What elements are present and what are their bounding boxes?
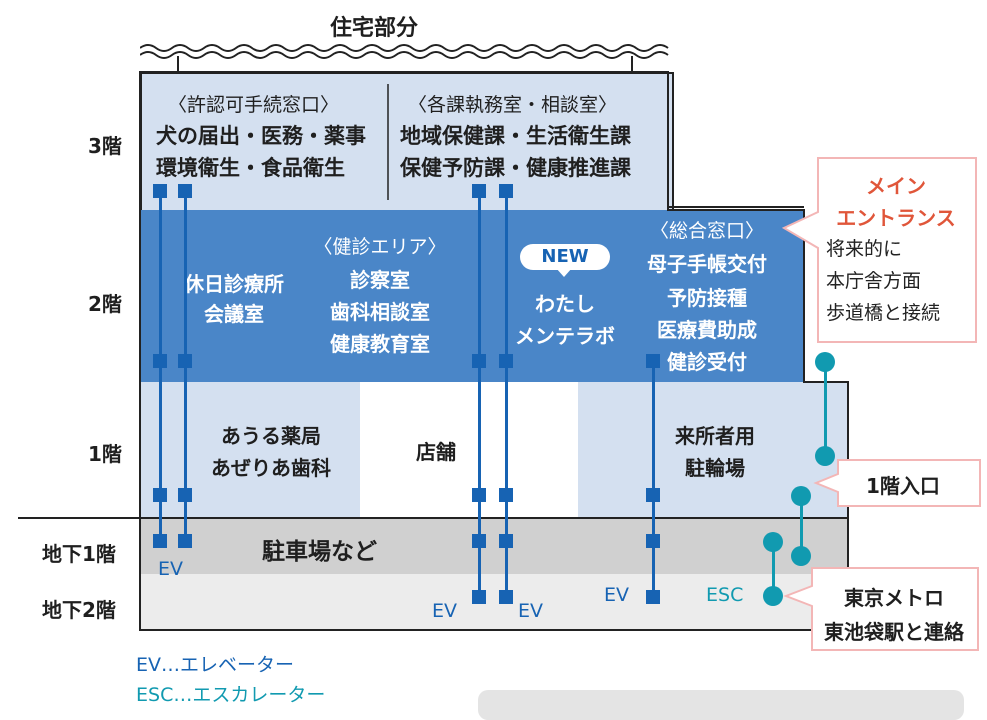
floor2-right-notch [668,206,804,214]
basement2-zone [140,574,848,630]
legend-ev: EV…エレベーター [136,654,295,676]
pharmacy-line2: あぜりあ歯科 [211,456,331,480]
floor-label-3: 3階 [88,134,122,158]
bottom-panel [478,690,964,720]
escalator-line-lower [772,540,775,596]
escalator-stop [791,486,811,506]
bicycle-line2: 駐輪場 [685,456,745,480]
metro-label-1: 東京メトロ [844,586,944,610]
ev-stop [153,488,167,502]
elevator-shaft-3 [478,190,481,600]
parking-label: 駐車場など [262,539,377,565]
esc-label: ESC [706,584,744,606]
legend-esc: ESC…エスカレーター [136,684,326,706]
escalator-stop [763,532,783,552]
general-window-heading: 〈総合窓口〉 [649,220,764,242]
ev-label: EV [158,558,184,580]
permit-window-line1: 犬の届出・医務・薬事 [156,124,366,148]
escalator-stop [815,352,835,372]
ev-label: EV [604,584,630,606]
ev-stop [472,534,486,548]
floor-label-1: 1階 [88,442,122,466]
checkup-heading: 〈健診エリア〉 [313,236,447,258]
metro-callout-box [783,567,979,651]
ev-stop [499,534,513,548]
ev-stop [153,354,167,368]
floor-label-b2: 地下2階 [42,598,116,622]
office-line2: 保健予防課・健康推進課 [400,156,631,180]
bicycle-line1: 来所者用 [675,424,755,448]
entrance1-callout-box [813,459,981,507]
ev-stop [153,184,167,198]
ev-stop [499,184,513,198]
general-window-line4: 健診受付 [667,350,747,374]
ev-stop [646,534,660,548]
lab-line1: わたし [535,292,595,316]
metro-label-2: 東池袋駅と連絡 [824,620,964,644]
ev-stop [178,184,192,198]
ev-stop [499,354,513,368]
lab-line2: メンテラボ [515,324,615,348]
elevator-shaft-5 [652,356,655,600]
roof-wave [140,44,669,74]
escalator-line-upper [824,360,827,452]
floor-label-b1: 地下1階 [42,542,116,566]
ev-stop [178,488,192,502]
permit-window-line2: 環境衛生・食品衛生 [156,156,345,180]
ev-stop [472,488,486,502]
ev-stop [178,354,192,368]
elevator-shaft-4 [505,190,508,600]
ev-stop [646,488,660,502]
checkup-line1: 診察室 [350,268,410,292]
ev-stop [472,184,486,198]
ev-stop [178,534,192,548]
floor1-shop-white [360,382,578,518]
ev-stop [499,590,513,604]
escalator-stop [815,446,835,466]
ev-stop [646,354,660,368]
housing-title: 住宅部分 [330,16,419,41]
holiday-clinic-line1: 休日診療所 [184,272,284,296]
checkup-line3: 健康教育室 [330,332,430,356]
ev-stop [646,590,660,604]
ev-label: EV [518,600,544,622]
ev-stop [472,354,486,368]
ev-stop [153,534,167,548]
main-entrance-note-1: 将来的に [826,238,903,260]
pharmacy-line1: あうる薬局 [221,424,321,448]
main-entrance-note-3: 歩道橋と接続 [826,302,941,324]
holiday-clinic-line2: 会議室 [204,302,264,326]
general-window-line1: 母子手帳交付 [647,252,767,276]
office-line1: 地域保健課・生活衛生課 [400,124,631,148]
new-badge-tail [556,268,572,277]
shop-label: 店舗 [416,440,456,464]
general-window-line3: 医療費助成 [657,318,757,342]
escalator-stop [763,586,783,606]
escalator-stop [791,546,811,566]
basement1-zone [140,518,848,574]
entrance1-label: 1階入口 [866,474,940,498]
new-badge [520,244,610,270]
ev-stop [472,590,486,604]
office-heading: 〈各課執務室・相談室〉 [408,94,618,116]
escalator-line-middle [800,494,803,556]
main-entrance-note-2: 本庁舎方面 [826,270,922,292]
checkup-line2: 歯科相談室 [330,300,430,324]
main-entrance-callout-box [781,157,977,343]
main-entrance-label-1: メイン [866,174,926,198]
floor2-zone [140,210,804,382]
new-badge-label: NEW [541,246,589,267]
permit-window-heading: 〈許認可手続窓口〉 [168,94,340,116]
main-entrance-label-2: エントランス [836,206,956,230]
ev-label: EV [432,600,458,622]
floor-label-2: 2階 [88,292,122,316]
ev-stop [499,488,513,502]
general-window-line2: 予防接種 [667,286,747,310]
